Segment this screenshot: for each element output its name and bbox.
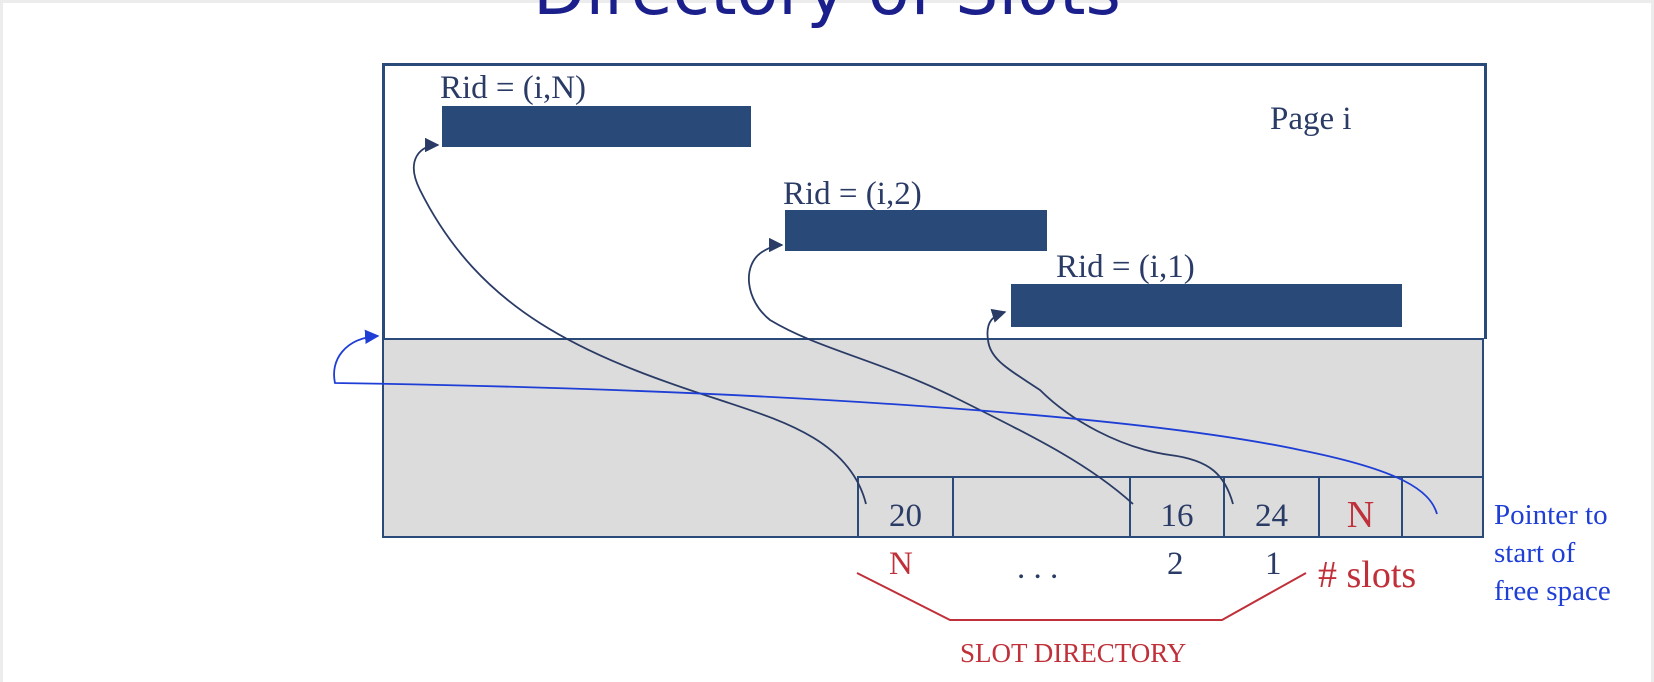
slot-2-offset: 16 [1129, 476, 1225, 538]
slot-index-ellipsis: . . . [1017, 550, 1059, 586]
slot-directory-brace [856, 572, 1307, 621]
page-label: Page i [1270, 101, 1352, 137]
arrow-slot-n-to-record [413, 137, 867, 505]
rid-label-2: Rid = (i,2) [783, 176, 922, 212]
slot-1-offset: 24 [1223, 476, 1320, 538]
slot-index-1: 1 [1265, 546, 1282, 582]
frame-right-edge [1651, 0, 1654, 682]
record-2 [785, 210, 1047, 251]
slide-title: Directory of Slots [0, 0, 1654, 26]
slot-index-n: N [889, 546, 913, 582]
slot-n-offset: 20 [857, 476, 954, 538]
record-n [442, 106, 751, 147]
arrow-slot-1-to-record [986, 308, 1234, 505]
rid-label-n: Rid = (i,N) [440, 70, 587, 106]
rid-label-1: Rid = (i,1) [1056, 249, 1195, 285]
frame-left-edge [0, 0, 3, 682]
slot-ellipsis-cell [952, 476, 1131, 538]
arrow-free-space-pointer [333, 329, 1438, 515]
frame-top-edge [0, 0, 1654, 3]
record-1 [1011, 284, 1402, 327]
free-space-pointer-label: Pointer to start of free space [1494, 499, 1611, 607]
slot-index-2: 2 [1167, 546, 1184, 582]
slot-directory-label: SLOT DIRECTORY [960, 638, 1187, 668]
num-slots-label: # slots [1318, 554, 1417, 596]
arrow-slot-2-to-record [748, 237, 1134, 505]
